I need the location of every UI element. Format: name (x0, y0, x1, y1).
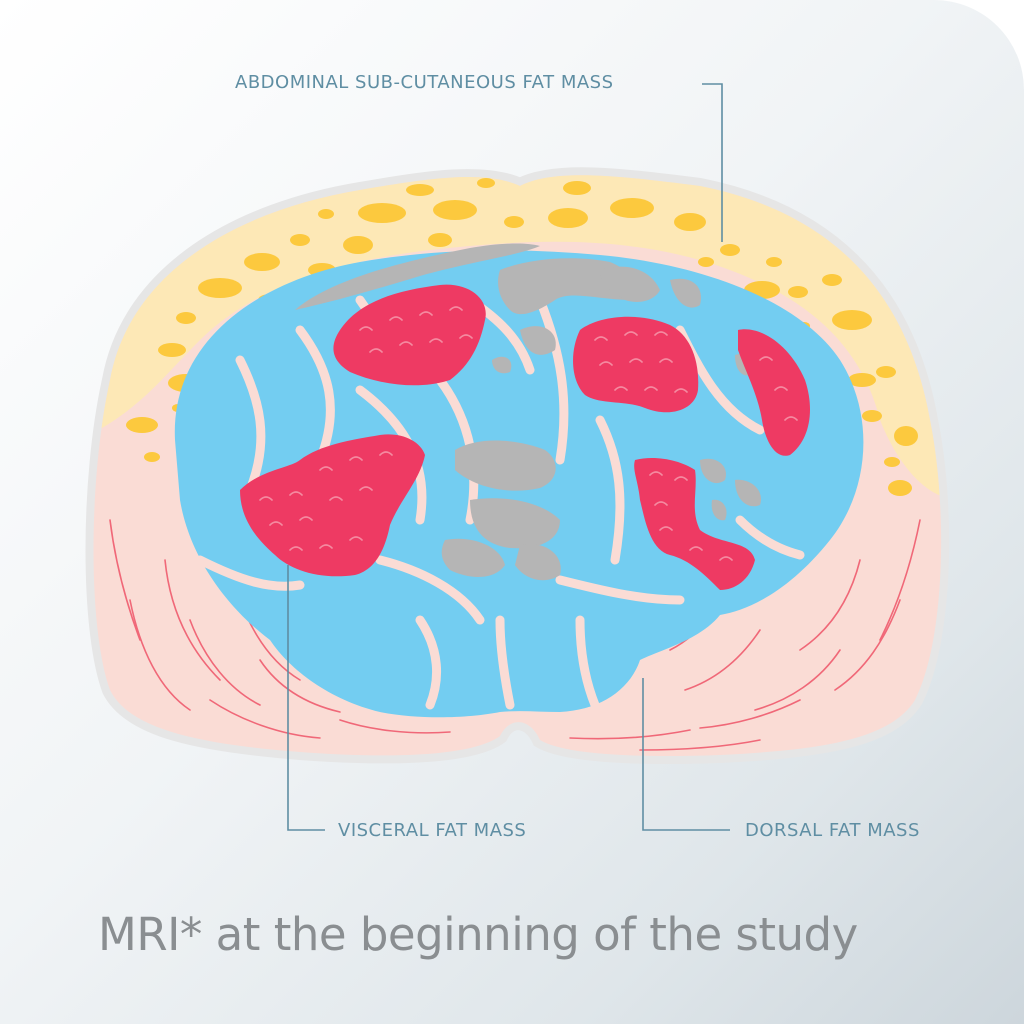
figure-caption: MRI* at the beginning of the study (98, 908, 858, 961)
visceral-fat-pattern (259, 306, 798, 561)
label-dorsal-fat: DORSAL FAT MASS (745, 820, 920, 841)
callout-dorsal (642, 678, 730, 831)
label-subcutaneous-fat: ABDOMINAL SUB-CUTANEOUS FAT MASS (235, 72, 614, 93)
fat-droplets (126, 178, 918, 496)
label-visceral-fat: VISCERAL FAT MASS (338, 820, 527, 841)
bones (295, 243, 761, 581)
callout-subcutaneous (702, 83, 723, 242)
visceral-fat (240, 284, 810, 590)
callout-lines (287, 83, 730, 831)
callout-visceral (287, 565, 325, 831)
